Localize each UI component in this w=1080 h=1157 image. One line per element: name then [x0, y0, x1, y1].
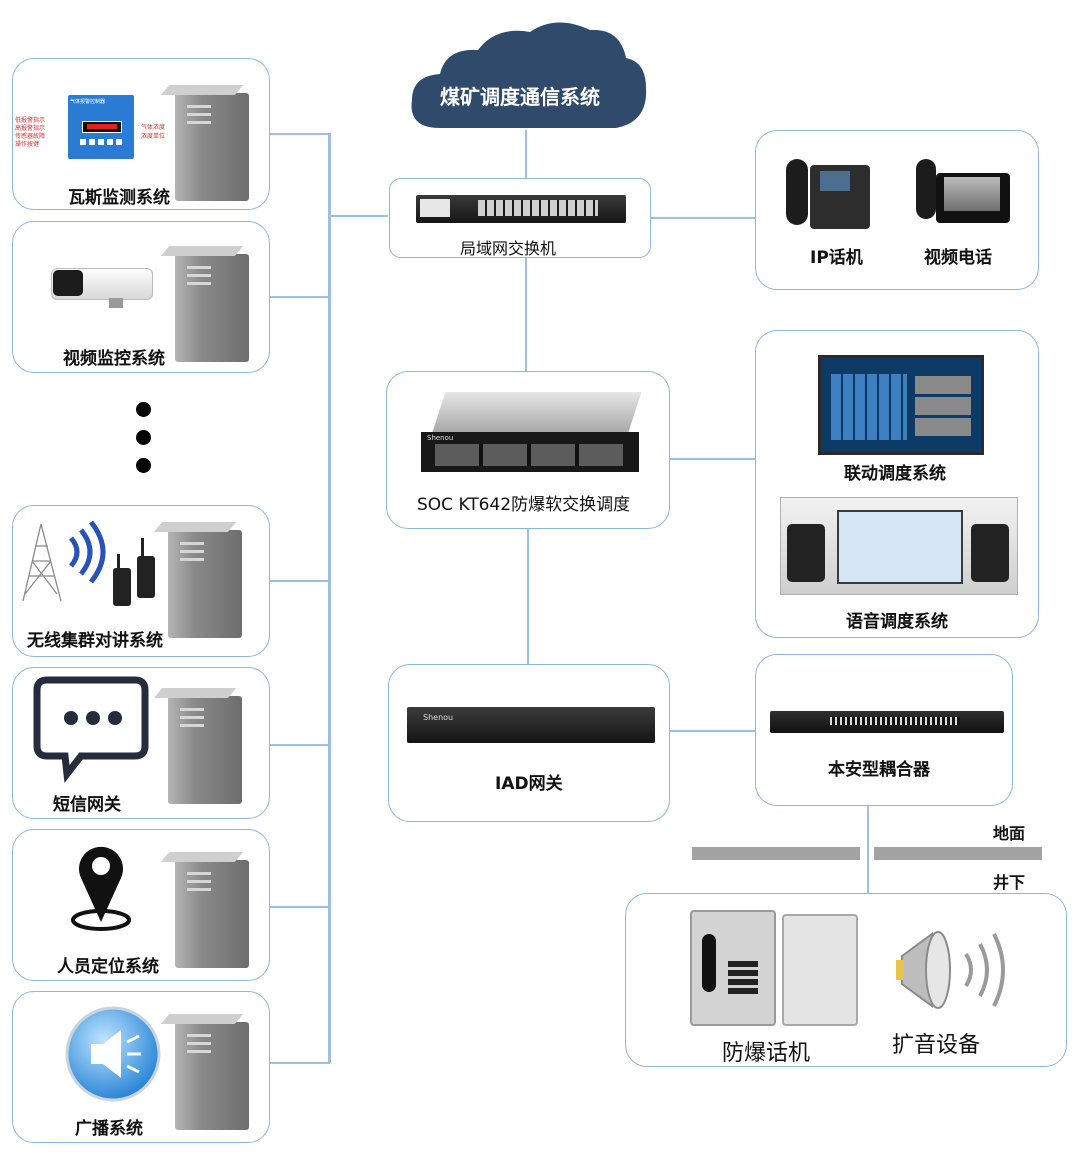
linkage-dispatch-screen [818, 355, 984, 455]
above-ground-label: 地面 [993, 824, 1026, 843]
more-systems-dot-3 [136, 458, 151, 473]
coupler-box[interactable]: 本安型耦合器 [755, 654, 1013, 806]
ground-divider-right [874, 847, 1042, 860]
gas-monitoring-box[interactable]: 气体报警控制器 低报警指示 高报警指示 传感器故障 操作按键 气体浓度 浓度单位… [12, 58, 270, 210]
gas-controller-title: 气体报警控制器 [70, 99, 106, 105]
gas-left-label-2: 高报警指示 [15, 125, 46, 132]
soc-drive-bays [435, 444, 623, 466]
voice-dispatch-label: 语音调度系统 [846, 612, 948, 632]
ip-phone-box[interactable]: IP话机 视频电话 [755, 130, 1039, 290]
broadcast-box[interactable]: 广播系统 [12, 991, 270, 1143]
gas-left-label-4: 操作按键 [15, 141, 40, 148]
video-surveillance-box[interactable]: 视频监控系统 [12, 221, 270, 373]
linkage-screen-grid [831, 374, 907, 440]
sms-gateway-label: 短信网关 [53, 795, 121, 815]
ip-phone-label: IP话机 [810, 248, 863, 268]
radio-server-icon [168, 530, 242, 638]
gas-left-labels: 低报警指示 高报警指示 传感器故障 操作按键 [15, 117, 45, 149]
video-surveillance-label: 视频监控系统 [63, 349, 165, 369]
dispatch-systems-box[interactable]: 联动调度系统 语音调度系统 [755, 330, 1039, 638]
link-cloud-switch [525, 130, 527, 178]
bullet-camera-icon [51, 262, 159, 308]
personnel-positioning-label: 人员定位系统 [57, 957, 159, 977]
gas-right-label-2: 浓度单位 [141, 133, 166, 140]
linkage-dispatch-label: 联动调度系统 [844, 464, 946, 484]
link-video [270, 296, 330, 298]
more-systems-dot-2 [136, 430, 151, 445]
gas-controller-display [82, 121, 122, 133]
voice-console-screen [837, 510, 963, 584]
gas-right-labels: 气体浓度 浓度单位 [141, 123, 165, 141]
underground-devices-box[interactable]: 防爆话机 扩音设备 [625, 893, 1067, 1067]
iad-gateway-label: IAD网关 [495, 774, 563, 794]
gas-left-label-1: 低报警指示 [15, 117, 46, 124]
broadcast-server-icon [175, 1022, 249, 1130]
wireless-trunking-box[interactable]: 无线集群对讲系统 [12, 505, 270, 657]
link-radio [270, 580, 330, 582]
soc-dispatch-box[interactable]: Shenou SOC KT642防爆软交换调度 [386, 371, 670, 529]
link-iad-coupler [670, 730, 755, 732]
link-soc-iad [527, 528, 529, 664]
coupler-device [770, 711, 1004, 733]
broadcast-label: 广播系统 [75, 1119, 143, 1139]
lan-switch-box[interactable]: 局域网交换机 [389, 178, 651, 258]
cloud-title: 煤矿调度通信系统 [440, 85, 600, 109]
video-server-icon [175, 254, 249, 362]
soc-brand-label: Shenou [427, 434, 454, 442]
iad-brand-label: Shenou [423, 713, 454, 722]
below-ground-label: 井下 [993, 873, 1026, 892]
sms-server-icon [168, 696, 242, 804]
coupler-label: 本安型耦合器 [828, 760, 930, 780]
link-sms [270, 744, 330, 746]
soc-dispatch-label: SOC KT642防爆软交换调度 [417, 495, 631, 515]
video-phone-icon [916, 155, 1012, 225]
more-systems-dot-1 [136, 402, 151, 417]
soc-server-device: Shenou [421, 392, 642, 472]
ground-divider-left [692, 847, 860, 860]
positioning-server-icon [175, 860, 249, 968]
video-phone-label: 视频电话 [924, 248, 992, 268]
phone-keypad [728, 960, 758, 994]
left-bus-line [328, 133, 331, 1063]
gas-controller-panel: 气体报警控制器 [68, 95, 134, 159]
handheld-radio-icon-1 [113, 554, 131, 606]
ip-phone-icon [786, 151, 872, 229]
sms-gateway-box[interactable]: 短信网关 [12, 667, 270, 819]
gas-server-icon [175, 93, 249, 201]
linkage-screen-videos [915, 376, 971, 436]
link-gas [270, 133, 330, 135]
lan-switch-label: 局域网交换机 [460, 239, 557, 258]
gas-left-label-3: 传感器故障 [15, 133, 46, 140]
gas-monitoring-label: 瓦斯监测系统 [68, 188, 170, 208]
gas-right-label-1: 气体浓度 [141, 124, 166, 131]
link-soc-dispatch [670, 458, 755, 460]
link-broadcast [270, 1062, 330, 1064]
link-bus-switch [330, 215, 388, 217]
link-positioning [270, 906, 330, 908]
lan-switch-ports [478, 200, 598, 216]
handheld-radio-icon-2 [137, 538, 155, 598]
link-coupler-down [867, 806, 869, 894]
iad-gateway-box[interactable]: Shenou IAD网关 [388, 664, 670, 822]
link-switch-soc [525, 258, 527, 372]
wireless-trunking-label: 无线集群对讲系统 [27, 631, 163, 651]
explosion-proof-phone-label: 防爆话机 [722, 1041, 811, 1066]
explosion-proof-phone-icon [690, 910, 860, 1026]
loudspeaker-label: 扩音设备 [892, 1033, 981, 1058]
iad-device: Shenou [407, 707, 655, 743]
lan-switch-device [416, 195, 626, 223]
gas-controller-buttons [80, 139, 122, 145]
personnel-positioning-box[interactable]: 人员定位系统 [12, 829, 270, 981]
link-switch-phones [650, 217, 755, 219]
voice-dispatch-console [780, 497, 1018, 595]
